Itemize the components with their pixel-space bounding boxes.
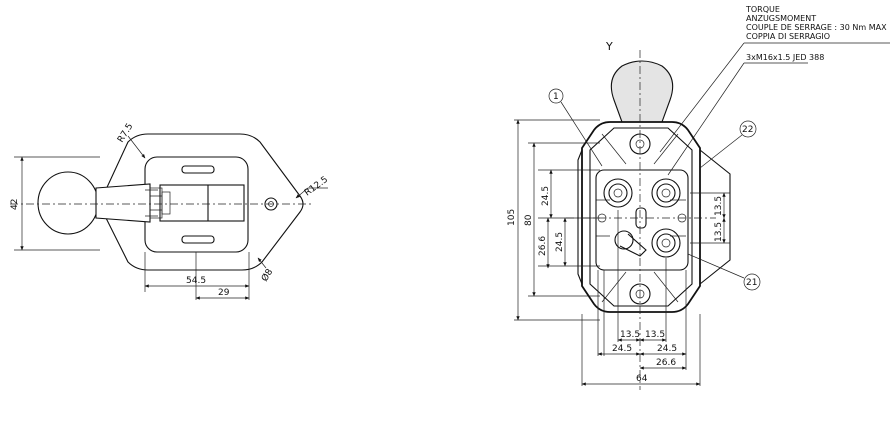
dim-13-5-lower: 13.5 (714, 222, 724, 242)
dim-54-5: 54.5 (186, 276, 206, 286)
note-thread: 3xM16x1.5 JED 388 (746, 53, 824, 62)
dim-b26-6: 26.6 (656, 358, 676, 368)
dim-24-5-lower: 24.5 (555, 232, 565, 252)
dim-b24-5-right: 24.5 (657, 344, 677, 354)
dim-b64: 64 (636, 374, 648, 384)
balloon-1 (548, 88, 564, 104)
balloon-22 (739, 120, 757, 138)
left-handle-stem (95, 183, 151, 223)
dim-105: 105 (507, 209, 517, 226)
dim-b13-5-left: 13.5 (620, 330, 640, 340)
dim-26-6: 26.6 (538, 236, 548, 256)
dim-r12-5: R12.5 (303, 175, 330, 199)
svg-text:22: 22 (742, 125, 753, 135)
dim-42: 42 (10, 199, 20, 210)
svg-text:21: 21 (746, 278, 757, 288)
left-view: 42 R7.5 R12.5 Ø8 54.5 29 (10, 122, 330, 300)
right-bottom-hole (629, 283, 651, 305)
right-view: TORQUE ANZUGSMOMENT COUPLE DE SERRAGE : … (507, 5, 890, 390)
right-port-upper-right (651, 178, 681, 208)
dim-24-5-upper: 24.5 (541, 186, 551, 206)
dim-b24-5-left: 24.5 (612, 344, 632, 354)
axis-y-label: Y (605, 40, 613, 53)
dim-d8: Ø8 (259, 267, 275, 284)
dim-13-5-upper: 13.5 (714, 196, 724, 216)
note-coppia: COPPIA DI SERRAGIO (746, 32, 830, 41)
note-couple: COUPLE DE SERRAGE : 30 Nm MAX (746, 23, 887, 32)
right-port-lower-right (651, 228, 681, 258)
dim-29: 29 (218, 288, 230, 298)
svg-text:1: 1 (553, 92, 559, 102)
note-anzugsmoment: ANZUGSMOMENT (746, 14, 816, 23)
left-mechanism (159, 184, 245, 222)
right-main-body (581, 121, 701, 313)
left-handle-knob (37, 171, 99, 235)
right-port-upper-left (603, 178, 633, 208)
note-torque: TORQUE (745, 5, 780, 14)
dim-80: 80 (524, 214, 534, 226)
right-connector-zone (595, 169, 689, 271)
right-handle-knob (610, 60, 674, 123)
left-slot-bottom (181, 235, 215, 244)
left-slot-top (181, 165, 215, 174)
dim-b13-5-right: 13.5 (645, 330, 665, 340)
balloon-21 (743, 273, 761, 291)
dim-r7-5: R7.5 (116, 122, 135, 145)
